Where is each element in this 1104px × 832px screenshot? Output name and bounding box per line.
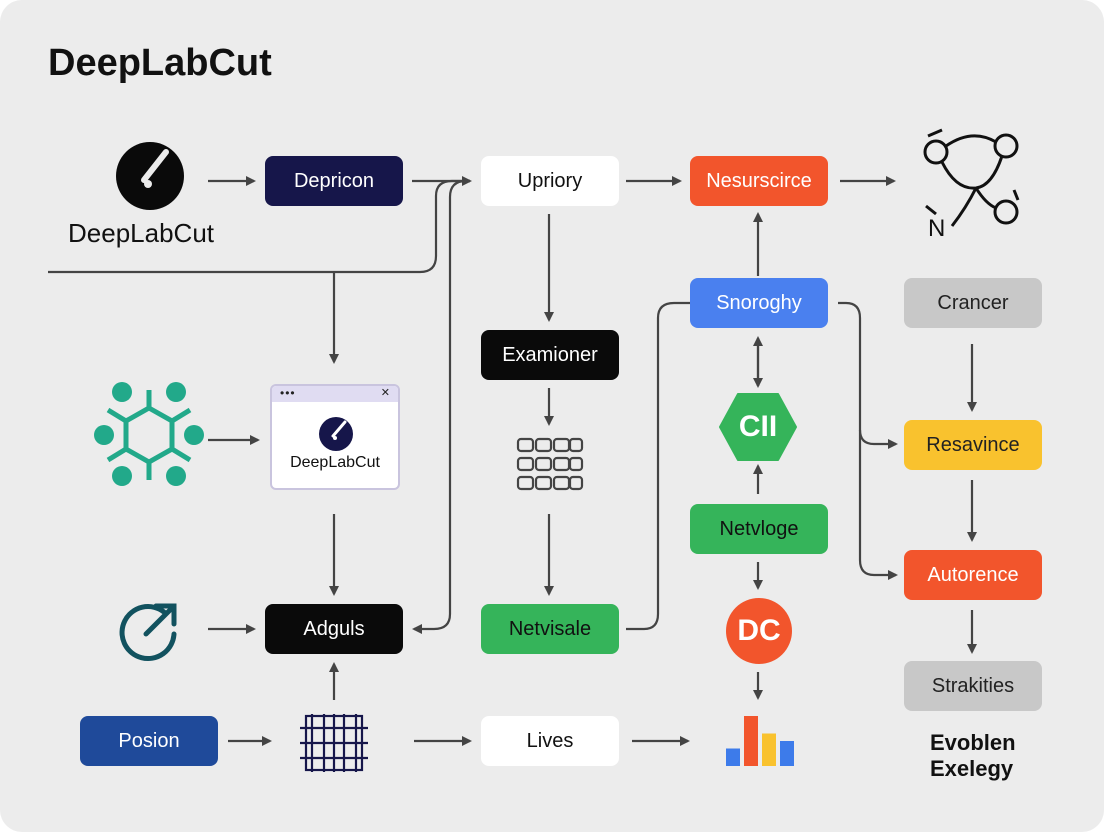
- window-card-label: DeepLabCut: [290, 454, 380, 471]
- wire-snoroghy-to-autorence: [858, 430, 898, 580]
- resavince-node[interactable]: Resavince: [904, 420, 1042, 470]
- adguls-node[interactable]: Adguls: [265, 604, 403, 654]
- examioner-node[interactable]: Examioner: [481, 330, 619, 380]
- molecule-letter: N: [928, 215, 945, 242]
- posion-node[interactable]: Posion: [80, 716, 218, 766]
- grid-icon: [516, 437, 584, 491]
- deeplabcut-window-card[interactable]: ••• ✕ DeepLabCut: [270, 384, 400, 490]
- lives-node[interactable]: Lives: [481, 716, 619, 766]
- nesurscirce-node[interactable]: Nesurscirce: [690, 156, 828, 206]
- page-title: DeepLabCut: [48, 42, 272, 84]
- wire-upriory-to-adguls: [412, 179, 470, 634]
- netvisale-node[interactable]: Netvisale: [481, 604, 619, 654]
- snoroghy-node[interactable]: Snoroghy: [690, 278, 828, 328]
- arrow-circle-icon: [119, 603, 177, 661]
- logo-label: DeepLabCut: [68, 218, 214, 248]
- bar-chart-bar: [726, 748, 740, 766]
- deeplabcut-logo-icon: [116, 142, 184, 210]
- window-close-icon[interactable]: ✕: [380, 387, 390, 399]
- netvloge-node[interactable]: Netvloge: [690, 504, 828, 554]
- bar-chart-bar: [762, 733, 776, 766]
- strakities-node[interactable]: Strakities: [904, 661, 1042, 711]
- cii-badge[interactable]: CII: [738, 410, 778, 443]
- wire-left-to-upriory: [48, 179, 470, 274]
- wire-netvisale-to-snoroghy: [626, 301, 690, 631]
- bar-chart-bar: [744, 716, 758, 766]
- dc-badge[interactable]: DC: [726, 598, 792, 664]
- window-dots-icon: •••: [280, 386, 296, 400]
- bar-chart-bar: [780, 741, 794, 766]
- bar-chart-icon: [726, 716, 794, 766]
- grid-network-icon: [300, 714, 368, 772]
- upriory-node[interactable]: Upriory: [481, 156, 619, 206]
- depricon-node[interactable]: Depricon: [265, 156, 403, 206]
- window-title-bar: ••• ✕: [272, 386, 398, 402]
- deeplabcut-small-logo-icon: [319, 417, 353, 451]
- footer-label: Evoblen Exelegy: [930, 730, 1016, 781]
- cii-badge-shape: [719, 393, 797, 461]
- hexagon-network-icon: [94, 382, 204, 486]
- crancer-node[interactable]: Crancer: [904, 278, 1042, 328]
- autorence-node[interactable]: Autorence: [904, 550, 1042, 600]
- wire-snoroghy-to-resavince: [838, 301, 898, 449]
- molecule-network-icon: N: [923, 128, 1020, 242]
